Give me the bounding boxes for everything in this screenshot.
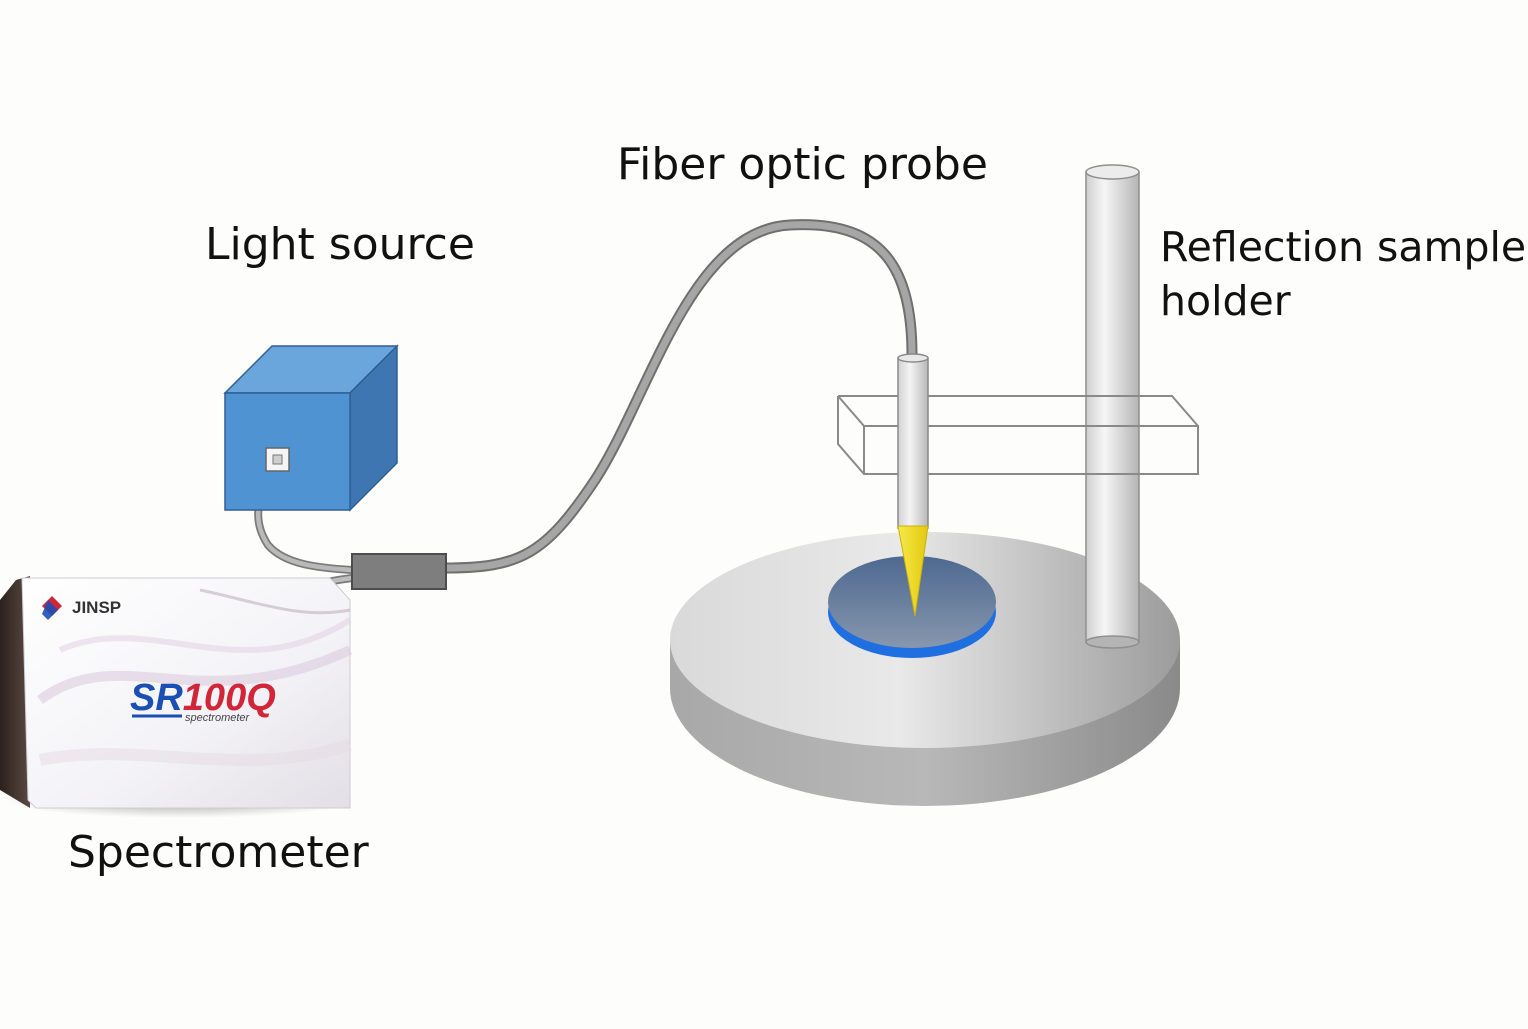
spectrometer-label: Spectrometer bbox=[68, 827, 369, 878]
fiber-coupler bbox=[351, 553, 447, 590]
reflection-holder-label-line1: Reflection sample bbox=[1160, 223, 1527, 271]
spectrometer-device: JINSP SR100Q spectrometer bbox=[0, 576, 355, 818]
model-name: SR100Q bbox=[130, 677, 276, 719]
light-source-cube bbox=[223, 344, 399, 512]
light-source-label: Light source bbox=[205, 219, 475, 270]
fiber-probe-label: Fiber optic probe bbox=[617, 139, 988, 190]
brand-name: JINSP bbox=[72, 598, 121, 617]
fiber-optic-probe bbox=[897, 353, 929, 617]
reflection-holder-label-line2: holder bbox=[1160, 277, 1291, 325]
reflection-holder-label: Reflection sample holder bbox=[1160, 220, 1526, 328]
holder-clamp-arm bbox=[837, 395, 1199, 475]
model-subtitle: spectrometer bbox=[185, 712, 251, 724]
holder-pole bbox=[1085, 164, 1140, 649]
jinsp-logo-icon bbox=[42, 596, 62, 620]
